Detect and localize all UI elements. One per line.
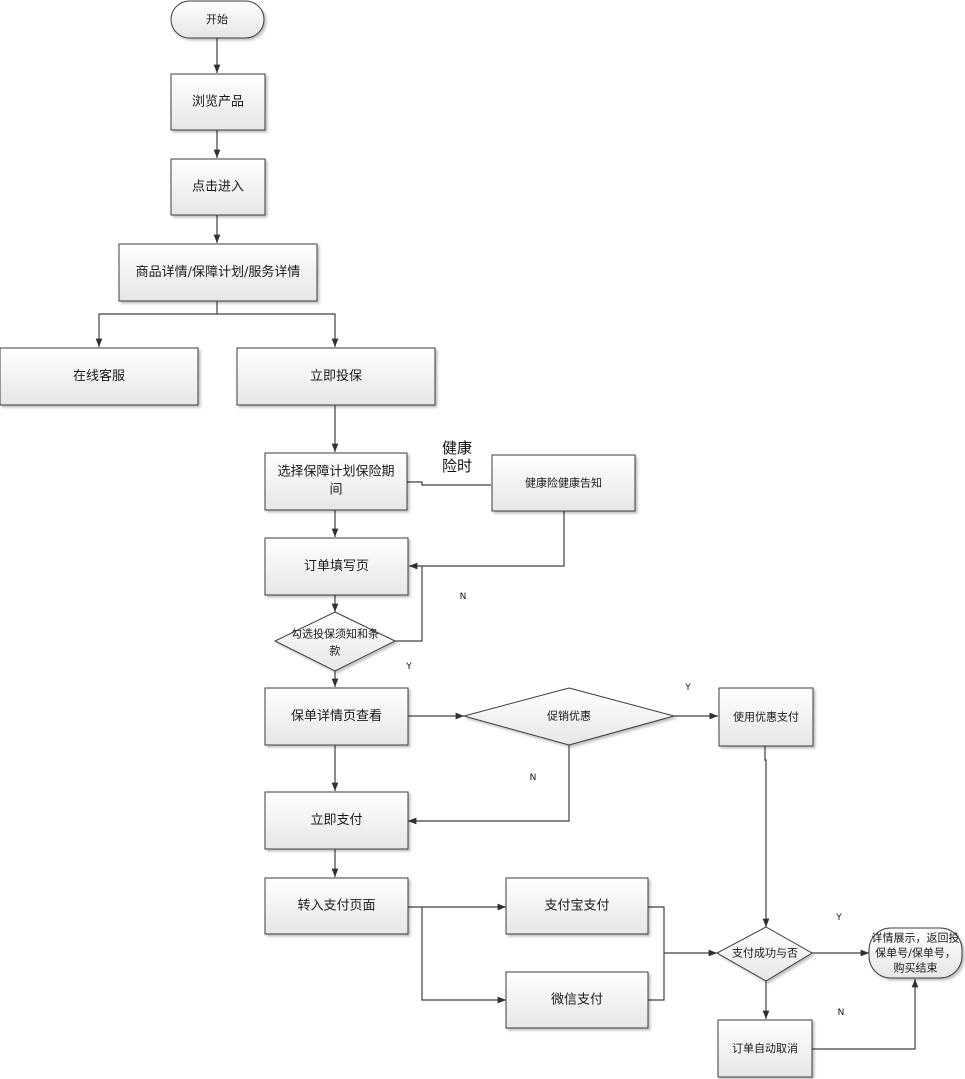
node-pay-now-label: 立即支付 xyxy=(310,813,362,828)
edge-terms-no-back xyxy=(395,566,423,642)
edge-promo-paynow xyxy=(408,745,570,825)
node-promotion[interactable]: 促销优惠 xyxy=(462,687,676,746)
node-to-payment[interactable]: 转入支付页面 xyxy=(264,877,409,935)
node-pay-now[interactable]: 立即支付 xyxy=(264,791,409,850)
node-online-service-label: 在线客服 xyxy=(73,368,125,384)
node-health-notice-label: 健康险健康告知 xyxy=(525,476,602,490)
edge-label-terms-n: N xyxy=(460,592,467,602)
node-auto-cancel-label: 订单自动取消 xyxy=(732,1041,798,1055)
node-pay-success-label: 支付成功与否 xyxy=(732,947,798,960)
health-note-line2: 险时 xyxy=(442,457,472,475)
node-check-terms-line1: 勾选投保须知和条 xyxy=(291,627,379,641)
node-wechat[interactable]: 微信支付 xyxy=(505,971,649,1029)
node-result-line3: 购买结束 xyxy=(894,961,938,975)
node-use-discount[interactable]: 使用优惠支付 xyxy=(718,687,814,747)
node-promotion-label: 促销优惠 xyxy=(547,709,591,723)
edge-plan-health xyxy=(407,481,491,486)
node-to-payment-label: 转入支付页面 xyxy=(297,899,375,914)
edge-cancel-result xyxy=(812,979,919,1050)
node-result[interactable]: 详情展示，返回投 保单号/保单号， 购买结束 xyxy=(868,927,963,979)
edge-label-success-n: N xyxy=(838,1008,845,1018)
node-browse[interactable]: 浏览产品 xyxy=(170,73,266,131)
edge-details-split xyxy=(95,301,218,347)
edge-label-success-y: Y xyxy=(835,913,842,923)
node-policy-view-label: 保单详情页查看 xyxy=(291,708,382,724)
node-auto-cancel[interactable]: 订单自动取消 xyxy=(717,1019,813,1078)
node-check-terms-line2: 款 xyxy=(330,644,341,658)
node-select-plan[interactable]: 选择保障计划保险期 间 xyxy=(264,452,408,511)
node-result-line1: 详情展示，返回投 xyxy=(872,931,960,945)
node-pay-success[interactable]: 支付成功与否 xyxy=(715,926,813,982)
node-wechat-label: 微信支付 xyxy=(551,993,603,1008)
edge-health-order xyxy=(409,511,565,570)
node-details[interactable]: 商品详情/保障计划/服务详情 xyxy=(118,243,318,302)
node-order-fill[interactable]: 订单填写页 xyxy=(264,537,409,596)
health-note-line1: 健康 xyxy=(442,439,472,457)
node-browse-label: 浏览产品 xyxy=(192,94,244,110)
node-start-label: 开始 xyxy=(206,12,228,26)
edge-label-terms-y: Y xyxy=(405,662,412,672)
edge-label-promo-y: Y xyxy=(684,683,691,693)
node-online-service[interactable]: 在线客服 xyxy=(0,347,199,406)
node-use-discount-label: 使用优惠支付 xyxy=(733,710,799,724)
node-health-notice[interactable]: 健康险健康告知 xyxy=(491,454,636,512)
node-order-fill-label: 订单填写页 xyxy=(304,559,369,574)
node-select-plan-line1: 选择保障计划保险期 xyxy=(277,465,394,480)
node-click-enter-label: 点击进入 xyxy=(192,180,244,195)
edge-label-promo-n: N xyxy=(530,773,537,783)
node-result-line2: 保单号/保单号， xyxy=(875,946,956,960)
node-details-label: 商品详情/保障计划/服务详情 xyxy=(136,264,301,280)
edge-alipay-merge xyxy=(648,906,665,1001)
edges xyxy=(95,38,919,1050)
node-click-enter[interactable]: 点击进入 xyxy=(170,158,266,216)
node-insure-now-label: 立即投保 xyxy=(310,368,362,384)
node-select-plan-line2: 间 xyxy=(329,483,342,498)
node-policy-view[interactable]: 保单详情页查看 xyxy=(264,687,409,746)
edge-discount-success xyxy=(762,746,770,927)
edge-details-insure xyxy=(217,313,339,347)
edge-topay-wechat xyxy=(421,907,506,1004)
node-insure-now[interactable]: 立即投保 xyxy=(236,347,436,406)
node-start[interactable]: 开始 xyxy=(170,0,265,39)
node-alipay-label: 支付宝支付 xyxy=(544,899,609,914)
node-check-terms[interactable]: 勾选投保须知和条 款 xyxy=(273,611,397,672)
node-alipay[interactable]: 支付宝支付 xyxy=(505,877,649,935)
